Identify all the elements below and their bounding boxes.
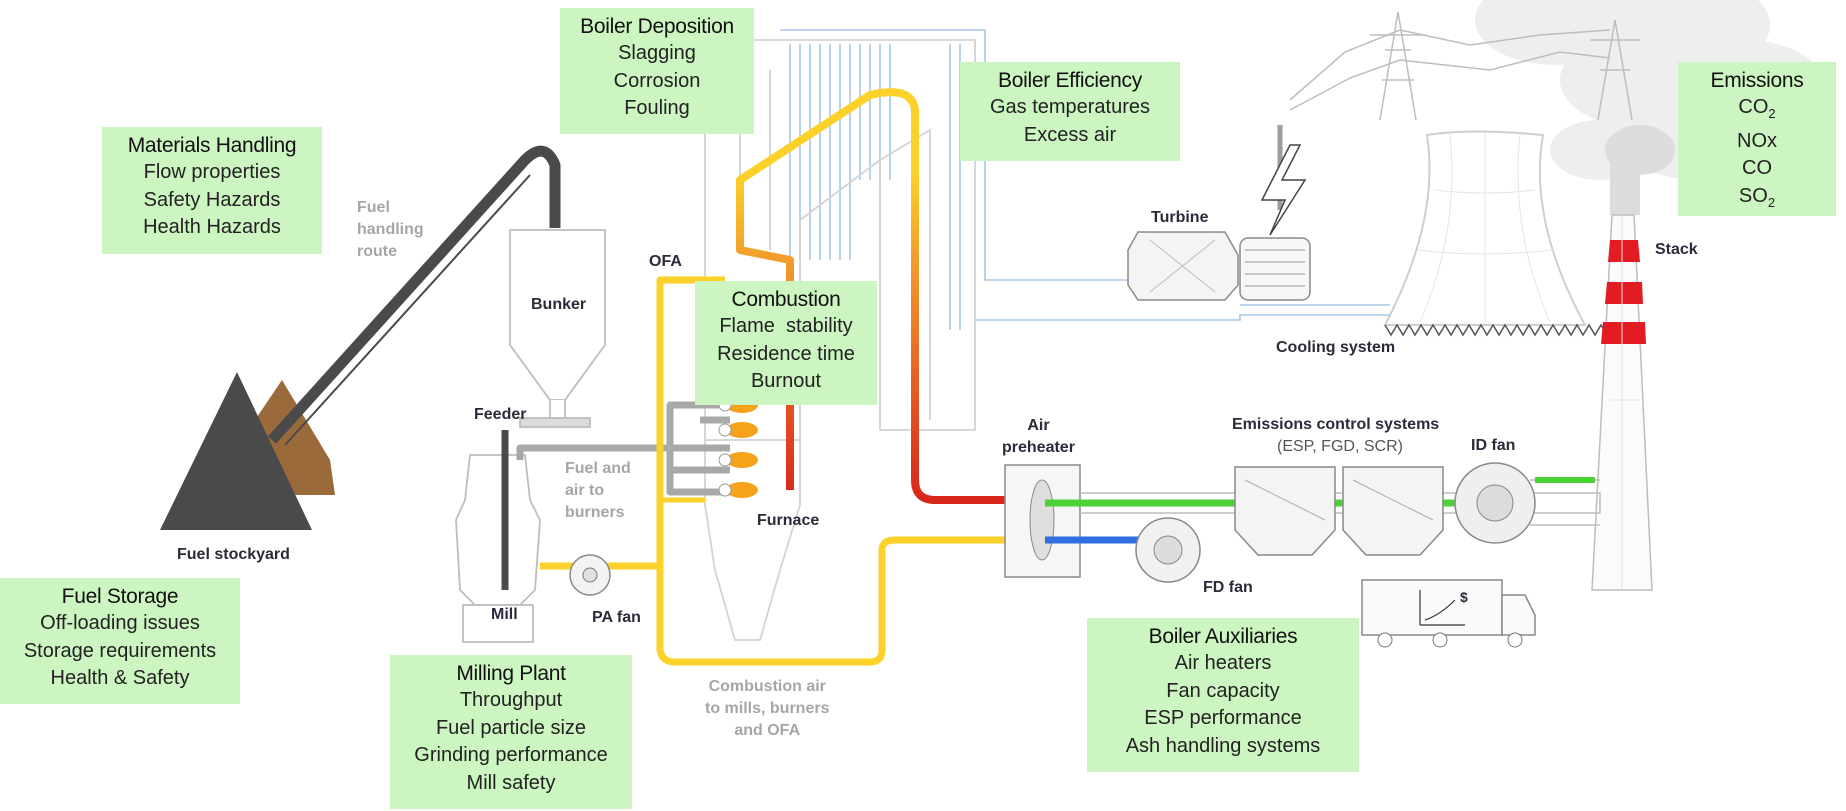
boiler-deposition-box: Boiler Deposition Slagging Corrosion Fou…: [560, 8, 754, 134]
combustion-item: Flame stability: [719, 315, 853, 337]
boiler-deposition-title: Boiler Deposition: [580, 15, 734, 38]
mill-label: Mill: [491, 606, 518, 623]
milling-plant-item: Fuel particle size: [435, 716, 587, 739]
cooling-tower: [1383, 130, 1608, 337]
combustion-air-duct: [540, 276, 1010, 666]
emissions-item-so2: SO2: [1738, 184, 1776, 210]
pylons: [1289, 11, 1640, 121]
combustion-air-label: Combustion air to mills, burners and OFA: [705, 678, 830, 739]
fuel-stockyard-label: Fuel stockyard: [177, 546, 290, 563]
turbine-label: Turbine: [1151, 209, 1209, 226]
pa-fan: [569, 554, 611, 596]
flue-gas-hot: [736, 88, 1010, 504]
boiler-auxiliaries-item: Fan capacity: [1166, 679, 1280, 702]
fd-fan: [1135, 517, 1201, 583]
pa-fan-label: PA fan: [592, 609, 641, 626]
combustion-item: Burnout: [750, 370, 822, 392]
fuel-and-air-label: Fuel and air to burners: [565, 460, 631, 521]
bunker-label: Bunker: [531, 296, 587, 313]
fuel-storage-box: Fuel Storage Off-loading issues Storage …: [0, 578, 240, 704]
id-fan: [1454, 462, 1536, 544]
milling-plant-box: Milling Plant Throughput Fuel particle s…: [390, 655, 632, 809]
ash-truck: [1361, 579, 1536, 648]
fuel-storage-title: Fuel Storage: [61, 585, 179, 608]
boiler-efficiency-item: Excess air: [1023, 123, 1117, 146]
furnace-label: Furnace: [757, 512, 820, 529]
bunker: [509, 229, 606, 428]
fuel-pile-brown: [255, 380, 335, 495]
milling-plant-item: Mill safety: [466, 771, 556, 794]
ofa-label: OFA: [649, 253, 682, 270]
materials-handling-title: Materials Handling: [127, 134, 297, 157]
materials-handling-item: Flow properties: [143, 161, 281, 183]
stack-smoke: [1605, 125, 1675, 215]
boiler-efficiency-title: Boiler Efficiency: [998, 69, 1142, 92]
boiler-deposition-item: Slagging: [618, 42, 696, 64]
milling-plant-title: Milling Plant: [456, 662, 566, 685]
emissions-control-label: Emissions control systems: [1232, 416, 1440, 433]
materials-handling-item: Safety Hazards: [143, 188, 281, 211]
milling-plant-item: Grinding performance: [414, 744, 608, 766]
boiler-efficiency-item: Gas temperatures: [989, 96, 1151, 118]
boiler-deposition-item: Corrosion: [613, 69, 701, 92]
stack: [1591, 214, 1653, 591]
milling-plant-item: Throughput: [459, 689, 563, 711]
materials-handling-box: Materials Handling Flow properties Safet…: [102, 127, 322, 254]
boiler-auxiliaries-item: ESP performance: [1144, 707, 1302, 729]
combustion-box: Combustion Flame stability Residence tim…: [695, 281, 877, 405]
emissions-control-sub-label: (ESP, FGD, SCR): [1277, 438, 1403, 455]
emissions-title: Emissions: [1710, 69, 1804, 92]
turbine: [1127, 231, 1311, 301]
boiler-deposition-item: Fouling: [624, 97, 690, 119]
stack-label: Stack: [1655, 241, 1698, 258]
materials-handling-item: Health Hazards: [143, 216, 281, 238]
fuel-handling-route-label: Fuel handling route: [357, 199, 424, 260]
air-preheater: [1004, 464, 1081, 578]
air-preheater-label: Air preheater: [1002, 417, 1075, 456]
fuel-air-pipe: [516, 401, 730, 496]
dollar-label: $: [1460, 589, 1468, 605]
boiler-auxiliaries-title: Boiler Auxiliaries: [1148, 625, 1298, 648]
feeder-label: Feeder: [474, 406, 527, 423]
fuel-storage-item: Health & Safety: [50, 667, 190, 689]
fd-fan-label: FD fan: [1203, 579, 1253, 596]
fuel-pile-dark: [160, 372, 312, 530]
boiler-auxiliaries-item: Ash handling systems: [1125, 734, 1321, 757]
id-fan-label: ID fan: [1471, 437, 1516, 454]
conveyor-belt: [267, 145, 561, 444]
fuel-storage-item: Off-loading issues: [40, 612, 200, 634]
emissions-item-co2: CO2: [1738, 96, 1776, 121]
emissions-item-nox: NOx: [1737, 129, 1777, 152]
boiler-auxiliaries-box: Boiler Auxiliaries Air heaters Fan capac…: [1087, 618, 1359, 772]
lightning-icon: [1260, 144, 1307, 236]
emissions-control-units: [1234, 466, 1444, 556]
mill: [455, 454, 541, 643]
emissions-box: Emissions CO2 NOx CO SO2: [1678, 62, 1836, 216]
emissions-item-co: CO: [1742, 157, 1772, 179]
boiler-auxiliaries-item: Air heaters: [1174, 652, 1272, 674]
boiler-efficiency-box: Boiler Efficiency Gas temperatures Exces…: [960, 62, 1180, 161]
cooling-system-label: Cooling system: [1276, 339, 1396, 356]
combustion-title: Combustion: [731, 288, 841, 311]
fuel-storage-item: Storage requirements: [23, 639, 217, 662]
burner-flames: [718, 397, 758, 498]
combustion-item: Residence time: [717, 342, 855, 365]
